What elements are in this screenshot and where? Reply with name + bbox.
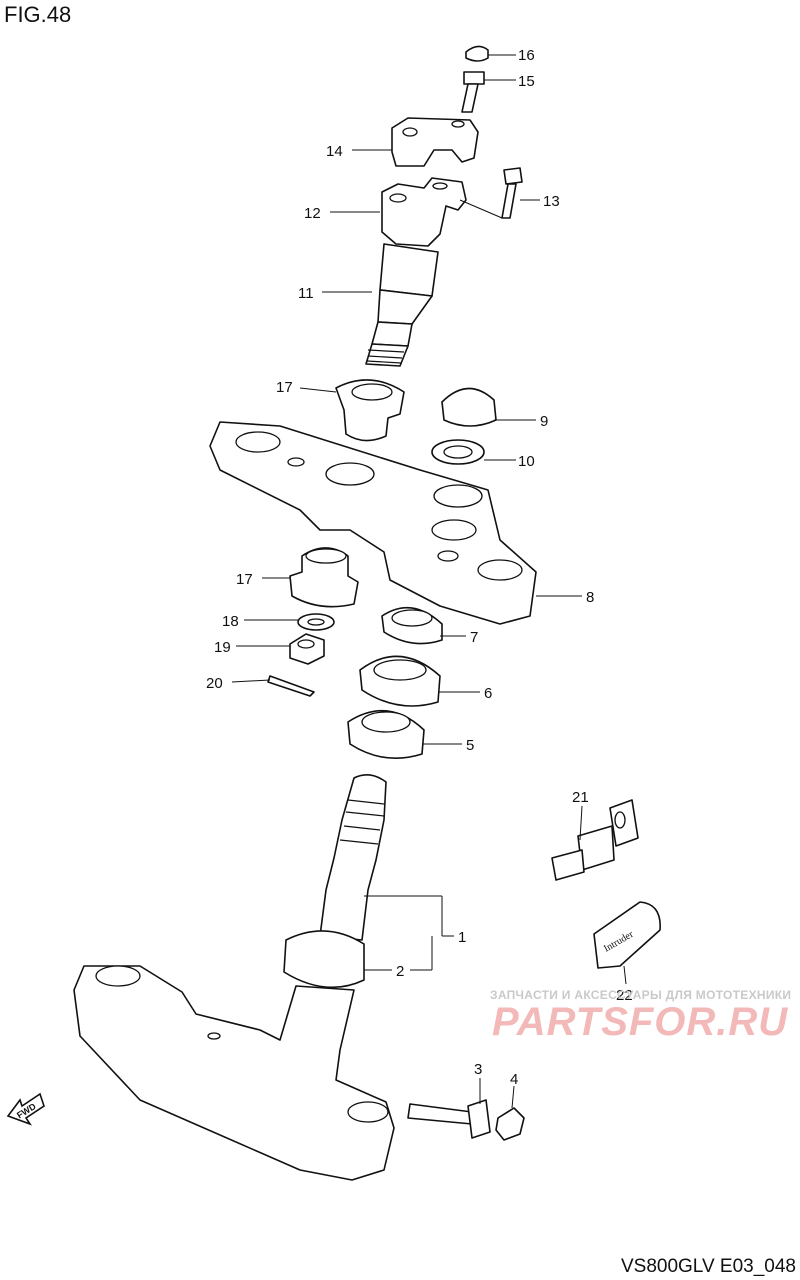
callout-13: 13 — [543, 193, 560, 210]
callout-labels: 16 15 14 13 12 11 17 9 10 8 17 18 19 7 2… — [206, 47, 633, 1088]
part-16-cap — [465, 45, 489, 62]
part-12-handlebar-holder — [381, 177, 467, 247]
callout-8: 8 — [586, 589, 594, 606]
callout-5: 5 — [466, 737, 474, 754]
callout-22: 22 — [616, 987, 633, 1004]
part-22-key-tag: Intruder — [593, 901, 661, 969]
callout-10: 10 — [518, 453, 535, 470]
watermark-logo: PARTSFOR.RU — [492, 1000, 789, 1044]
part-17-cushion-lower — [289, 547, 359, 608]
part-2-stem-bearing — [283, 930, 365, 989]
part-17-cushion-upper — [335, 379, 405, 442]
part-19-nut — [289, 633, 325, 665]
part-20-cotter-pin — [267, 675, 315, 697]
part-21-lock — [551, 799, 639, 881]
callout-3: 3 — [474, 1061, 482, 1078]
callout-19: 19 — [214, 639, 231, 656]
callout-17-upper: 17 — [276, 379, 293, 396]
callout-20: 20 — [206, 675, 223, 692]
callout-1: 1 — [458, 929, 466, 946]
callout-4: 4 — [510, 1071, 518, 1088]
leader-lines — [231, 54, 627, 1109]
callout-21: 21 — [572, 789, 589, 806]
callout-11: 11 — [298, 285, 314, 302]
part-9-cap-nut — [441, 387, 497, 427]
part-7-steering-nut — [381, 606, 443, 645]
part-14-handlebar-clamp — [391, 117, 479, 167]
part-13-bolt — [501, 167, 523, 219]
part-5-bearing — [347, 710, 425, 760]
callout-6: 6 — [484, 685, 492, 702]
part-10-washer — [431, 439, 485, 465]
part-18-washer — [297, 613, 335, 631]
callout-14: 14 — [326, 143, 343, 160]
steering-stem-lower-bracket — [73, 965, 395, 1181]
fwd-arrow-icon: FWD — [6, 1092, 45, 1126]
part-15-bolt — [461, 71, 485, 113]
callout-16: 16 — [518, 47, 535, 64]
part-8-upper-bracket — [209, 421, 537, 625]
callout-12: 12 — [304, 205, 321, 222]
callout-2: 2 — [396, 963, 404, 980]
watermark-tagline: ЗАПЧАСТИ И АКСЕССУАРЫ ДЛЯ МОТОТЕХНИКИ — [490, 988, 792, 1002]
callout-7: 7 — [470, 629, 478, 646]
callout-18: 18 — [222, 613, 239, 630]
figure-title: FIG.48 — [4, 2, 72, 27]
part-3-bolt — [407, 1099, 491, 1139]
callout-17-lower: 17 — [236, 571, 253, 588]
part-1-steering-stem — [319, 774, 387, 941]
part-6-bearing — [359, 655, 441, 707]
figure-code: VS800GLV E03_048 — [620, 1256, 796, 1277]
callout-15: 15 — [518, 73, 535, 90]
part-11-holder-stem — [365, 243, 439, 367]
callout-9: 9 — [540, 413, 548, 430]
part-4-nut — [495, 1107, 525, 1141]
